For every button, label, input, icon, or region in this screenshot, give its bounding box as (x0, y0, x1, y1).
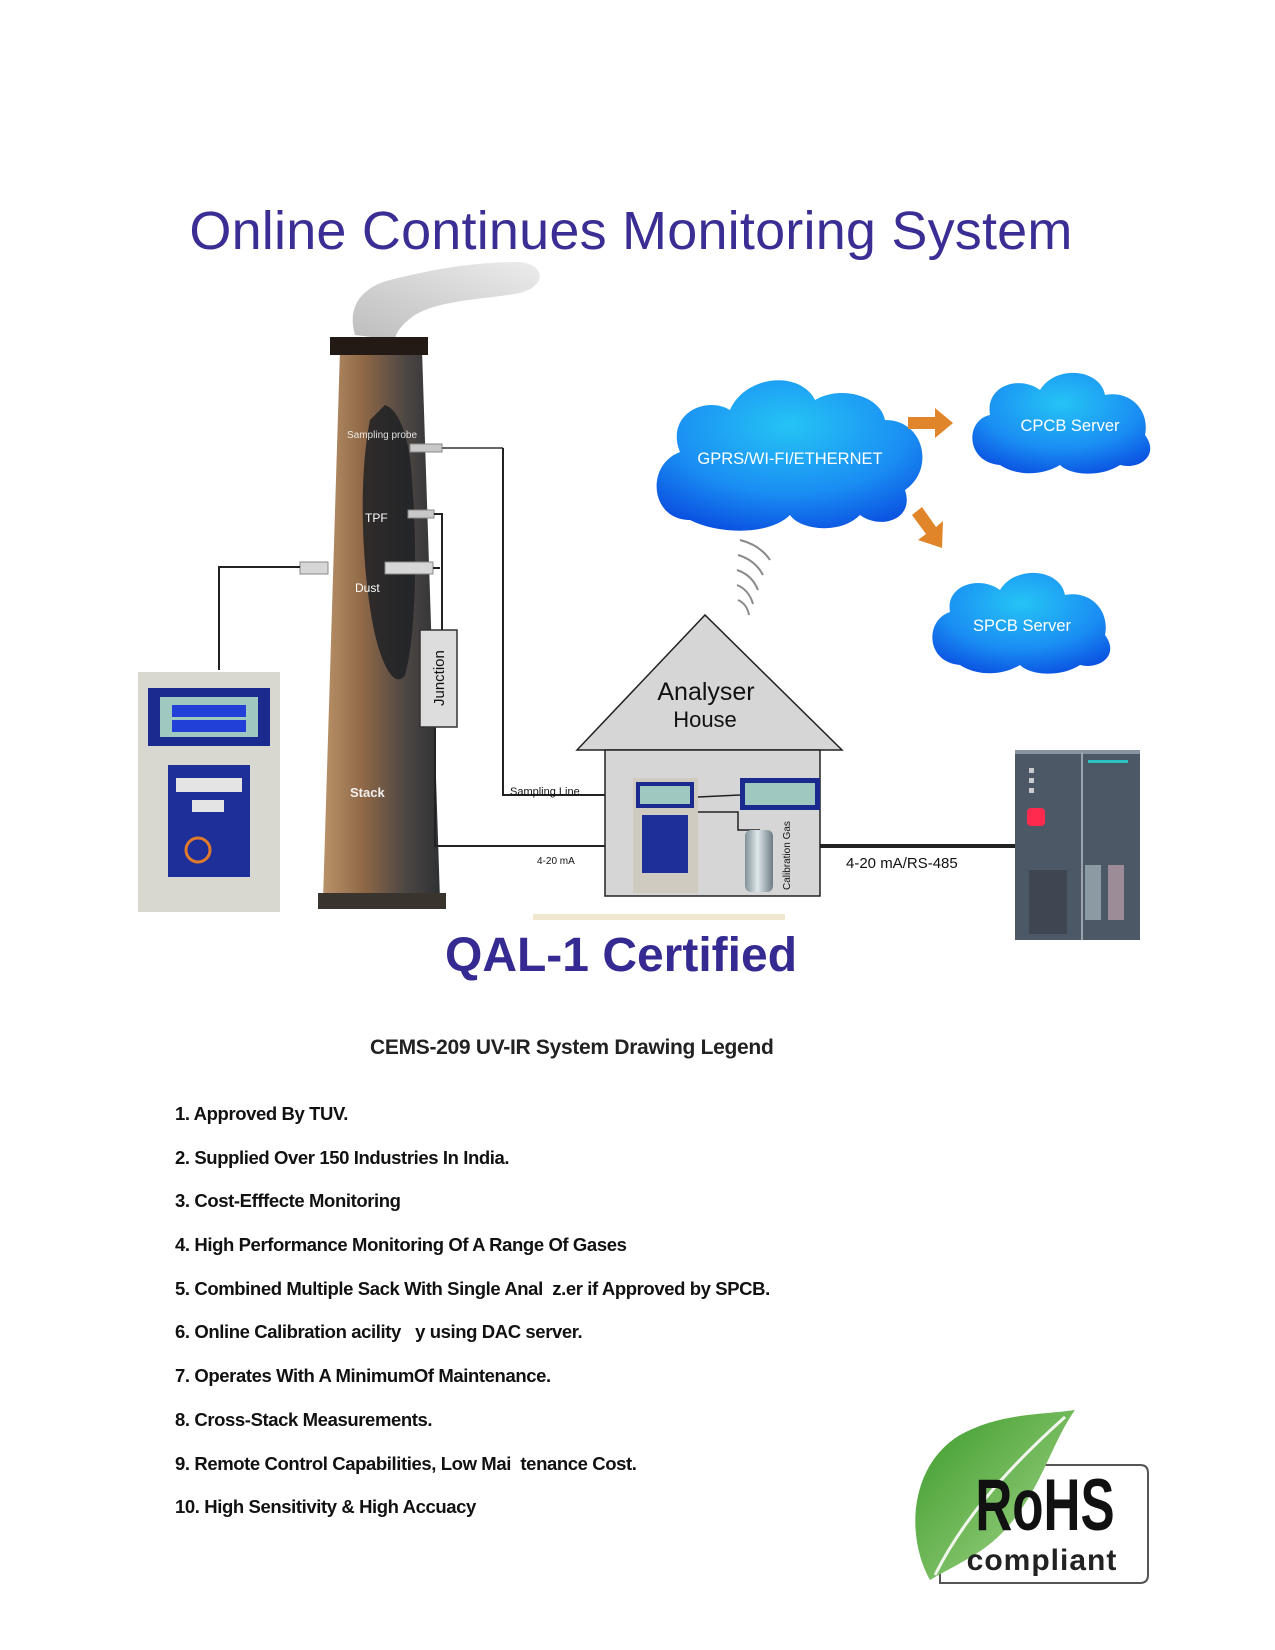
stack-shadow (362, 405, 416, 680)
arrow-to-cpcb (908, 408, 953, 438)
stack-label-dust: Dust (355, 581, 380, 595)
output-line-label: 4-20 mA/RS-485 (846, 855, 958, 872)
stack-base (318, 893, 446, 909)
rohs-title: RoHS (975, 1465, 1114, 1546)
calibration-gas-cylinder (745, 830, 773, 892)
chimney-stack: Sampling probe TPF Dust Stack (318, 337, 446, 909)
sampling-line-label: Sampling Line (510, 786, 580, 798)
house-base-plate (533, 914, 785, 920)
legend-item: 10. High Sensitivity & High Accuacy (175, 1496, 476, 1518)
system-diagram: Sampling probe TPF Dust Stack Junction (138, 262, 1151, 940)
wiring (218, 448, 1015, 848)
spcb-server-label: SPCB Server (973, 617, 1072, 635)
stack-analyzer-cabinet (138, 672, 280, 912)
sampling-probe (409, 443, 503, 453)
legend-item: 9. Remote Control Capabilities, Low Mai … (175, 1452, 637, 1474)
legend-item: 4. High Performance Monitoring Of A Rang… (175, 1234, 627, 1256)
analyser-house: Analyser House Calibration Gas (575, 613, 844, 897)
legend-item: 2. Supplied Over 150 Industries In India… (175, 1146, 510, 1168)
stack-label-sampling-probe: Sampling probe (347, 430, 417, 441)
page-title: Online Continues Monitoring System (189, 201, 1073, 261)
arrow-to-spcb (912, 507, 943, 548)
legend-item: 7. Operates With A MinimumOf Maintenance… (175, 1365, 551, 1387)
spcb-server-cloud: SPCB Server (932, 572, 1111, 674)
legend-item: 5. Combined Multiple Sack With Single An… (175, 1277, 770, 1299)
junction-label: Junction (431, 650, 448, 706)
legend-heading: CEMS-209 UV-IR System Drawing Legend (370, 1036, 774, 1059)
analyser-house-title: Analyser (657, 678, 754, 706)
legend-item: 1. Approved By TUV. (175, 1103, 348, 1124)
smoke (352, 262, 540, 340)
legend-item: 3. Cost-Efffecte Monitoring (175, 1190, 401, 1212)
stack-label-stack: Stack (350, 785, 385, 800)
certification-heading: QAL-1 Certified (444, 929, 798, 982)
analyser-house-subtitle: House (673, 707, 737, 732)
calibration-gas-label: Calibration Gas (782, 821, 793, 890)
legend-item: 8. Cross-Stack Measurements. (175, 1408, 433, 1430)
rohs-compliant-badge: RoHS compliant (915, 1410, 1149, 1584)
cpcb-server-label: CPCB Server (1020, 417, 1120, 435)
network-cloud: GPRS/WI-FI/ETHERNET (656, 380, 923, 531)
cpcb-server-cloud: CPCB Server (972, 372, 1151, 474)
junction-box: Junction (419, 629, 458, 728)
signal-line-label: 4-20 mA (537, 856, 575, 867)
rohs-subtitle: compliant (967, 1544, 1118, 1577)
legend-list: 1. Approved By TUV. 2. Supplied Over 150… (175, 1103, 770, 1540)
stack-label-tpf: TPF (365, 511, 388, 525)
tpf-probe (407, 509, 435, 519)
network-cloud-label: GPRS/WI-FI/ETHERNET (697, 450, 882, 468)
plc-unit (1015, 750, 1140, 940)
legend-item: 6. Online Calibration acility y using DA… (175, 1321, 583, 1343)
stack-cap (330, 337, 428, 355)
wireless-signal-icon (736, 539, 771, 616)
status-led (1027, 808, 1045, 826)
